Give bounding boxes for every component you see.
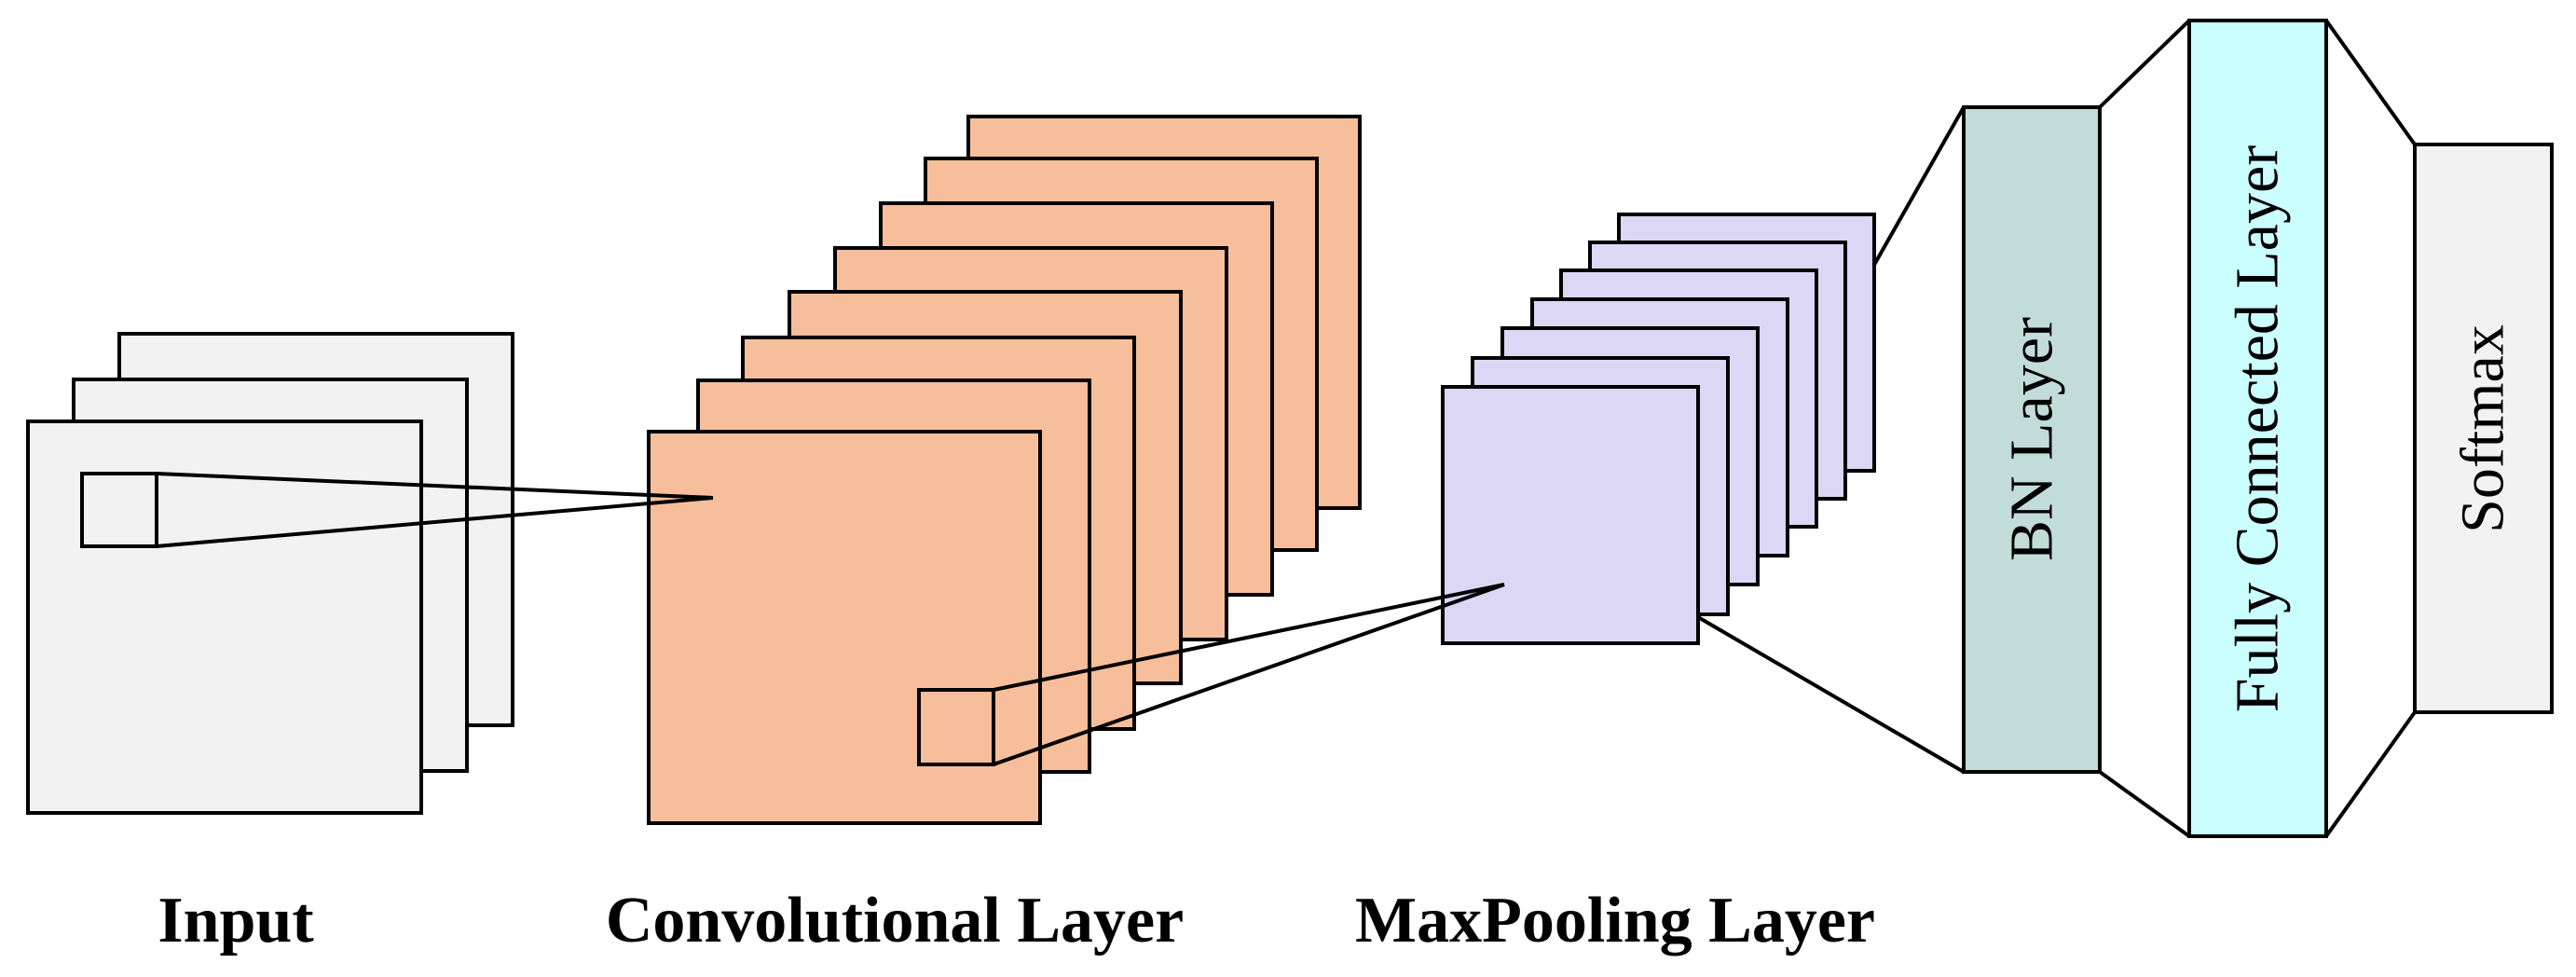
conv-layer-label: Convolutional Layer [606,885,1184,956]
fc-to-softmax-connector [2324,710,2417,838]
input-to-conv-connector [156,472,714,500]
pool-to-bn-connector [1872,106,1966,266]
softmax-label: Softmax [2449,324,2517,533]
pool-feature-map [1441,385,1700,645]
fc-layer-label: Fully Connected Layer [2224,145,2292,713]
connectors [156,19,2417,838]
conv-pool-window [917,688,995,766]
input-stack [26,332,514,815]
input-kernel-window [80,472,158,548]
maxpool-layer-label: MaxPooling Layer [1355,885,1875,956]
pool-to-bn-connector [1696,615,1966,774]
bn-to-fc-connector [2098,770,2191,838]
softmax-box [2413,143,2554,714]
fc-to-softmax-connector [2324,19,2417,146]
pool-stack [1441,213,1876,645]
bn-layer-label: BN Layer [1998,317,2066,561]
conv-to-pool-connector [993,583,1505,692]
input-to-conv-connector [156,496,714,548]
bn-to-fc-connector [2098,19,2191,109]
conv-stack [647,115,1362,825]
fc-layer-box [2187,19,2328,838]
input-label: Input [158,885,313,956]
conv-to-pool-connector [993,583,1505,766]
bn-layer-box [1962,105,2102,774]
